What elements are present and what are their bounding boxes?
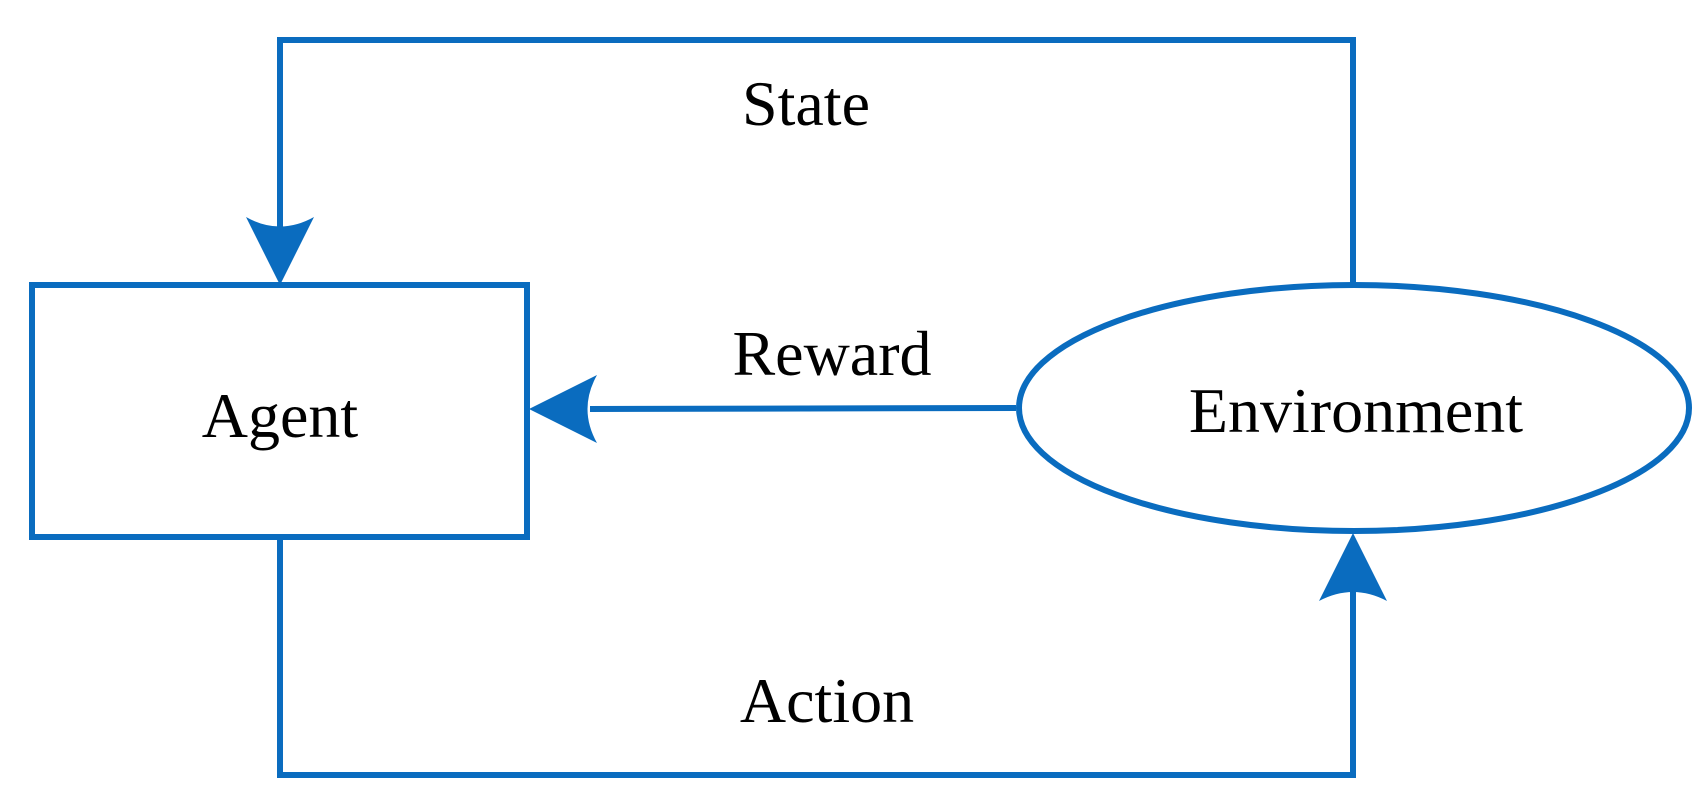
environment-node: Environment xyxy=(1016,282,1692,534)
agent-label: Agent xyxy=(202,380,359,451)
action-line xyxy=(277,537,1356,778)
state-arrowhead xyxy=(246,217,314,285)
environment-label: Environment xyxy=(1189,375,1523,446)
action-label: Action xyxy=(740,665,914,736)
reward-arrowhead xyxy=(529,375,597,443)
state-connector xyxy=(246,37,1356,285)
action-arrowhead xyxy=(1319,533,1387,601)
state-label: State xyxy=(742,68,870,139)
reward-label: Reward xyxy=(732,318,931,389)
reward-connector xyxy=(529,375,1017,443)
agent-box xyxy=(29,282,530,540)
environment-ellipse xyxy=(1016,282,1692,534)
state-line xyxy=(277,37,1356,283)
agent-node: Agent xyxy=(29,282,530,540)
action-connector xyxy=(277,533,1387,778)
reward-line xyxy=(589,405,1017,412)
